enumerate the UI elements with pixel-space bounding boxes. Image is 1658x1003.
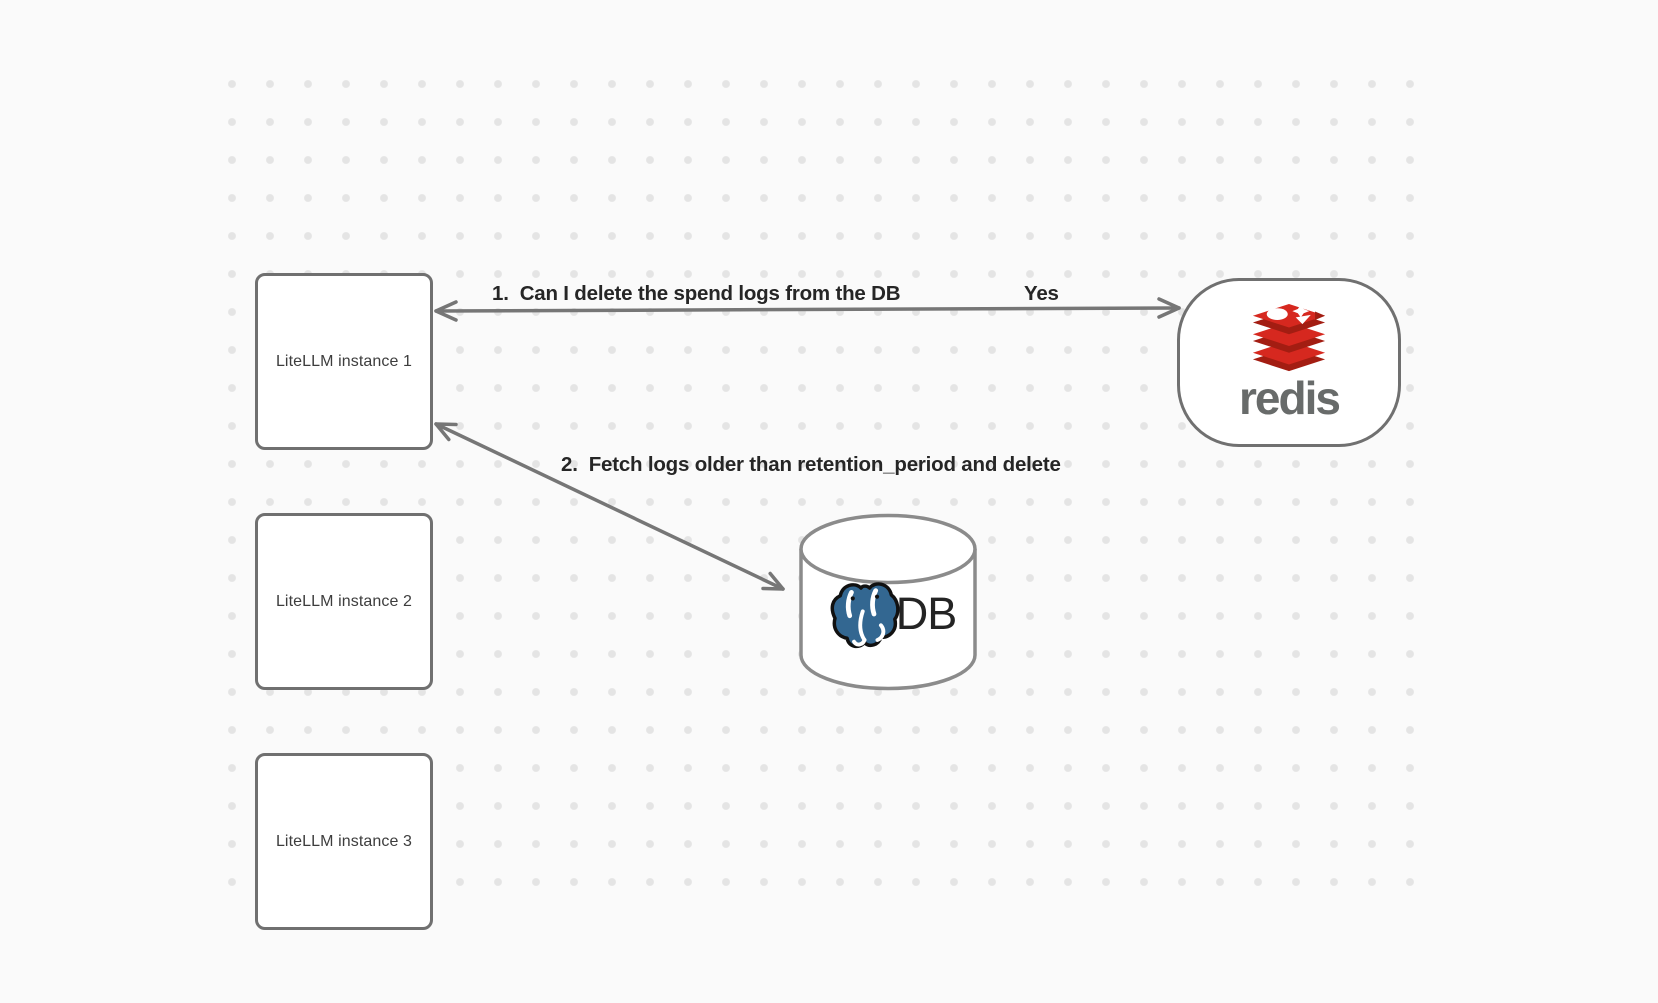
- arrow-redis-query: [434, 297, 1181, 322]
- arrow-db-fetch: [434, 422, 785, 591]
- node-label: LiteLLM instance 2: [275, 592, 413, 610]
- postgresql-icon: [830, 582, 900, 649]
- redis-wordmark: redis: [1239, 372, 1341, 424]
- edge-label-redis-query: 1. Can I delete the spend logs from the …: [492, 282, 901, 305]
- node-litellm-instance-2: LiteLLM instance 2: [255, 513, 433, 690]
- redis-logo-icon: [1252, 304, 1326, 372]
- edge-label-db-fetch: 2. Fetch logs older than retention_perio…: [561, 453, 1061, 476]
- db-cylinder-top: [799, 513, 977, 585]
- arrow-1-line: [434, 306, 1181, 313]
- db-node-content: DB: [800, 560, 978, 668]
- db-label: DB: [895, 588, 958, 639]
- arrow-2-head-bottom: [761, 571, 785, 591]
- node-litellm-instance-1: LiteLLM instance 1: [255, 273, 433, 450]
- arrow-1-head-left: [434, 300, 458, 322]
- arrow-1-head-right: [1157, 297, 1181, 319]
- node-label: LiteLLM instance 1: [275, 352, 413, 370]
- edge-label-yes: Yes: [1024, 282, 1059, 305]
- node-redis: redis: [1177, 278, 1401, 447]
- arrow-2-head-top: [434, 422, 458, 442]
- node-label: LiteLLM instance 3: [275, 832, 413, 850]
- arrow-2-line: [434, 422, 785, 591]
- node-litellm-instance-3: LiteLLM instance 3: [255, 753, 433, 930]
